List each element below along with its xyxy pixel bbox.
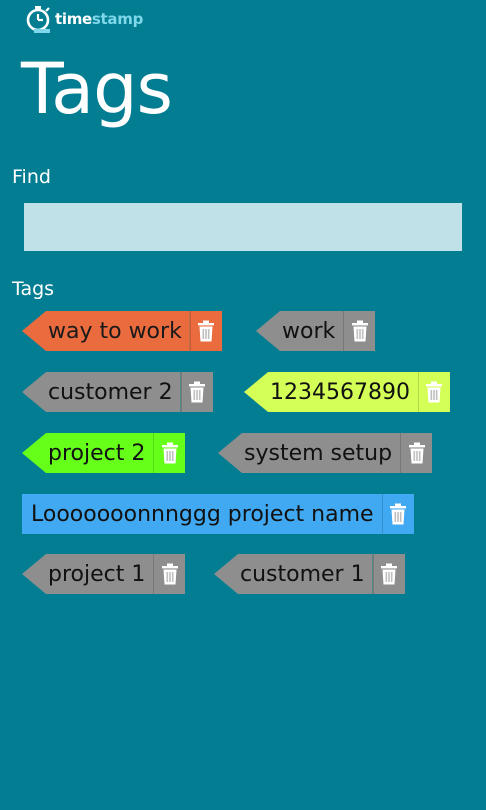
tag-item[interactable]: customer 1 bbox=[214, 554, 405, 594]
tag-item[interactable]: system setup bbox=[218, 433, 433, 473]
delete-tag-button[interactable] bbox=[343, 311, 376, 351]
tag-item[interactable]: way to work bbox=[22, 311, 222, 351]
tag-label[interactable]: project 2 bbox=[22, 433, 154, 473]
trash-icon bbox=[161, 442, 178, 464]
delete-tag-button[interactable] bbox=[400, 433, 433, 473]
tag-item[interactable]: work bbox=[256, 311, 376, 351]
app-name: timestamp bbox=[55, 10, 143, 28]
trash-icon bbox=[189, 381, 206, 403]
stopwatch-icon bbox=[26, 6, 50, 33]
trash-icon bbox=[198, 320, 215, 342]
tag-label[interactable]: Looooooonnnggg project name bbox=[22, 494, 382, 534]
find-label: Find bbox=[12, 166, 51, 188]
app-logo: timestamp bbox=[24, 4, 143, 34]
delete-tag-button[interactable] bbox=[417, 372, 450, 412]
trash-icon bbox=[408, 442, 425, 464]
trash-icon bbox=[381, 563, 398, 585]
find-input[interactable] bbox=[24, 203, 462, 251]
delete-tag-button[interactable] bbox=[189, 311, 222, 351]
tag-label[interactable]: customer 1 bbox=[214, 554, 373, 594]
tag-item[interactable]: 1234567890 bbox=[244, 372, 450, 412]
tag-label[interactable]: work bbox=[256, 311, 344, 351]
tag-item[interactable]: Looooooonnnggg project name bbox=[22, 494, 414, 534]
delete-tag-button[interactable] bbox=[372, 554, 405, 594]
tag-label[interactable]: 1234567890 bbox=[244, 372, 418, 412]
trash-icon bbox=[161, 563, 178, 585]
tag-label[interactable]: project 1 bbox=[22, 554, 154, 594]
tag-label[interactable]: customer 2 bbox=[22, 372, 181, 412]
delete-tag-button[interactable] bbox=[153, 554, 186, 594]
tag-item[interactable]: project 2 bbox=[22, 433, 186, 473]
tag-item[interactable]: customer 2 bbox=[22, 372, 213, 412]
trash-icon bbox=[390, 503, 407, 525]
app-name-part1: time bbox=[55, 10, 92, 28]
app-name-part2: stamp bbox=[91, 10, 144, 28]
tag-item[interactable]: project 1 bbox=[22, 554, 186, 594]
page-title: Tags bbox=[21, 48, 173, 130]
tag-label[interactable]: system setup bbox=[218, 433, 401, 473]
delete-tag-button[interactable] bbox=[153, 433, 186, 473]
delete-tag-button[interactable] bbox=[180, 372, 213, 412]
tag-label[interactable]: way to work bbox=[22, 311, 190, 351]
tags-label: Tags bbox=[12, 278, 55, 300]
trash-icon bbox=[426, 381, 443, 403]
delete-tag-button[interactable] bbox=[381, 494, 414, 534]
trash-icon bbox=[351, 320, 368, 342]
